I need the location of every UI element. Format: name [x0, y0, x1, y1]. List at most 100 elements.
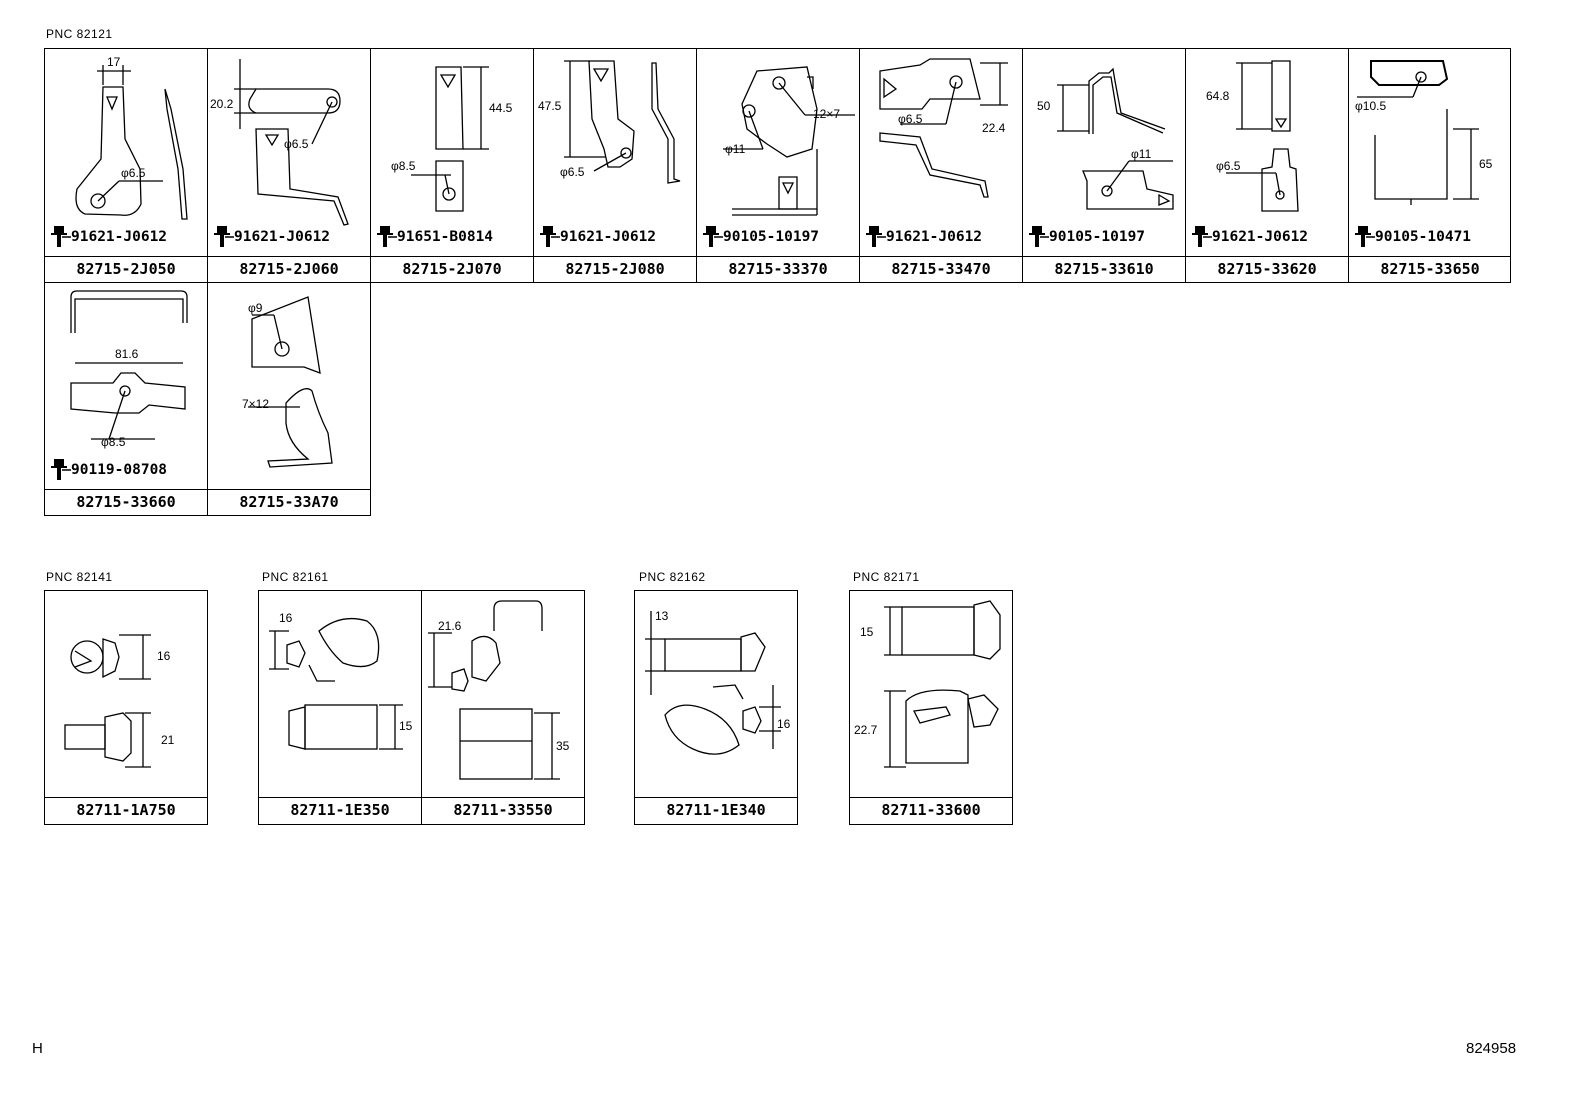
- dimension-label: 21: [161, 733, 175, 747]
- bolt-icon: [703, 226, 723, 247]
- bolt-icon: [214, 226, 234, 247]
- dimension-label: 81.6: [115, 347, 139, 361]
- bolt-icon: [1192, 226, 1212, 247]
- part-number: 82715-2J050: [76, 260, 176, 278]
- dimension-label: φ8.5: [391, 159, 416, 173]
- part-number: 82715-33610: [1054, 260, 1154, 278]
- part-cell-82711-33550[interactable]: 21.6 35 82711-33550: [422, 591, 584, 823]
- bolt-callout[interactable]: 90105-10197: [701, 226, 819, 248]
- dimension-label: φ11: [725, 142, 746, 156]
- bracket-illustration: [411, 66, 489, 212]
- part-cell-82715-2J050[interactable]: 17 φ6.5 91621-J0612 82715-2J050: [45, 49, 207, 282]
- part-cell-82711-1E340[interactable]: 13 16 82711-1E340: [635, 591, 797, 823]
- dimension-label: 17: [107, 55, 121, 69]
- part-number: 82711-1E350: [290, 801, 390, 819]
- bracket-illustration: [75, 65, 188, 220]
- bolt-icon: [377, 226, 397, 247]
- bolt-callout[interactable]: 90119-08708: [49, 459, 167, 481]
- dimension-label: 20.2: [210, 97, 234, 111]
- clip-group-82162: 13 16 82711-1E340: [634, 590, 798, 825]
- part-cell-82711-1A750[interactable]: 16 21 82711-1A750: [45, 591, 207, 823]
- bracket-illustration: [1057, 67, 1174, 210]
- dimension-label: φ11: [1131, 147, 1152, 161]
- dimension-label: 44.5: [489, 101, 513, 115]
- part-number: 82715-33A70: [239, 493, 339, 511]
- bracket-illustration: [1226, 60, 1299, 212]
- bolt-icon: [51, 459, 71, 480]
- part-number: 82711-33600: [881, 801, 981, 819]
- part-number: 82715-33620: [1217, 260, 1317, 278]
- clip-illustration: [645, 611, 781, 755]
- bracket-illustration: [70, 290, 188, 440]
- part-number: 82715-2J060: [239, 260, 339, 278]
- part-number: 82715-2J070: [402, 260, 502, 278]
- bolt-callout[interactable]: 91621-J0612: [538, 226, 656, 248]
- dimension-label: φ10.5: [1355, 99, 1387, 113]
- bracket-illustration: [234, 59, 349, 226]
- part-number: 82711-1E340: [666, 801, 766, 819]
- dimension-label: 12×7: [813, 107, 841, 121]
- clip-group-82141: 16 21 82711-1A750: [44, 590, 208, 825]
- bolt-callout[interactable]: 91621-J0612: [864, 226, 982, 248]
- dimension-label: 65: [1479, 157, 1493, 171]
- bracket-illustration: [879, 58, 1008, 198]
- bracket-illustration: [248, 296, 333, 468]
- dimension-label: φ6.5: [560, 165, 585, 179]
- dimension-label: φ9: [248, 301, 263, 315]
- bolt-callout[interactable]: 91651-B0814: [375, 226, 493, 248]
- part-number: 82715-33470: [891, 260, 991, 278]
- pnc-label-82121: PNC 82121: [46, 27, 113, 41]
- parts-row-2: 81.6 φ8.5 90119-08708 82715-33660 φ9 7×1…: [44, 282, 371, 516]
- pnc-label-82171: PNC 82171: [853, 570, 920, 584]
- parts-row-1: 17 φ6.5 91621-J0612 82715-2J050 20.2 φ6.…: [44, 48, 1511, 283]
- part-cell-82715-33660[interactable]: 81.6 φ8.5 90119-08708 82715-33660: [45, 283, 207, 515]
- part-number: 82715-33370: [728, 260, 828, 278]
- dimension-label: φ6.5: [284, 137, 309, 151]
- bracket-illustration: [564, 60, 681, 184]
- part-cell-82715-33470[interactable]: φ6.5 22.4 91621-J0612 82715-33470: [860, 49, 1022, 282]
- bolt-callout[interactable]: 91621-J0612: [212, 226, 330, 248]
- part-cell-82715-33370[interactable]: 12×7 φ11 90105-10197 82715-33370: [697, 49, 859, 282]
- bracket-illustration: [723, 66, 855, 216]
- dimension-label: 16: [279, 611, 293, 625]
- clip-illustration: [64, 634, 151, 768]
- dimension-label: 22.7: [854, 723, 878, 737]
- part-number: 82715-33650: [1380, 260, 1480, 278]
- bolt-icon: [51, 226, 71, 247]
- part-cell-82715-33650[interactable]: φ10.5 65 90105-10471 82715-33650: [1349, 49, 1511, 282]
- dimension-label: 21.6: [438, 619, 462, 633]
- bolt-icon: [866, 226, 886, 247]
- clip-illustration: [428, 600, 560, 780]
- bolt-callout[interactable]: 90105-10471: [1353, 226, 1471, 248]
- part-cell-82715-33610[interactable]: 50 φ11 90105-10197 82715-33610: [1023, 49, 1185, 282]
- bolt-icon: [1029, 226, 1049, 247]
- clip-illustration: [269, 617, 403, 750]
- clip-group-82171: 15 22.7 82711-33600: [849, 590, 1013, 825]
- dimension-label: 50: [1037, 99, 1051, 113]
- dimension-label: 15: [399, 719, 413, 733]
- part-cell-82715-2J070[interactable]: 44.5 φ8.5 91651-B0814 82715-2J070: [371, 49, 533, 282]
- part-number: 82711-1A750: [76, 801, 176, 819]
- dimension-label: 22.4: [982, 121, 1006, 135]
- illustration-number: 824958: [1466, 1040, 1517, 1057]
- pnc-label-82161: PNC 82161: [262, 570, 329, 584]
- part-number: 82715-33660: [76, 493, 176, 511]
- pnc-label-82162: PNC 82162: [639, 570, 706, 584]
- dimension-label: 35: [556, 739, 570, 753]
- part-cell-82715-33A70[interactable]: φ9 7×12 82715-33A70: [208, 283, 370, 515]
- dimension-label: φ6.5: [121, 166, 146, 180]
- part-cell-82715-2J060[interactable]: 20.2 φ6.5 91621-J0612 82715-2J060: [208, 49, 370, 282]
- dimension-label: 13: [655, 609, 669, 623]
- bolt-callout[interactable]: 91621-J0612: [1190, 226, 1308, 248]
- dimension-label: 16: [157, 649, 171, 663]
- part-cell-82715-33620[interactable]: 64.8 φ6.5 91621-J0612 82715-33620: [1186, 49, 1348, 282]
- part-cell-82715-2J080[interactable]: 47.5 φ6.5 91621-J0612 82715-2J080: [534, 49, 696, 282]
- pnc-label-82141: PNC 82141: [46, 570, 113, 584]
- bolt-callout[interactable]: 90105-10197: [1027, 226, 1145, 248]
- part-cell-82711-33600[interactable]: 15 22.7 82711-33600: [850, 591, 1012, 823]
- part-number: 82711-33550: [453, 801, 553, 819]
- part-number: 82715-2J080: [565, 260, 665, 278]
- bolt-callout[interactable]: 91621-J0612: [49, 226, 167, 248]
- dimension-label: φ6.5: [1216, 159, 1241, 173]
- part-cell-82711-1E350[interactable]: 16 15 82711-1E350: [259, 591, 421, 823]
